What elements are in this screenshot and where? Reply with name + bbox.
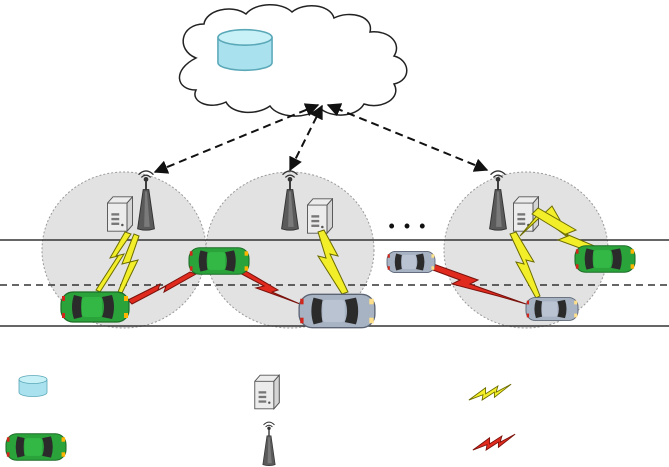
legend — [5, 374, 516, 466]
yellow-lightning-icon — [468, 383, 512, 401]
backhaul-link-2 — [289, 104, 323, 172]
red-lightning-icon — [472, 433, 516, 451]
edge-server-icon — [254, 374, 280, 410]
edge-server-icon — [306, 198, 334, 234]
v2i-links — [95, 205, 606, 299]
car-green-icon — [574, 245, 636, 273]
edge-server-icon — [106, 196, 134, 232]
car-grey-icon — [386, 250, 436, 274]
yellow-lightning-icon — [316, 229, 349, 295]
yellow-lightning-icon — [509, 231, 541, 299]
database-icon — [18, 375, 48, 397]
cloud-icon — [178, 4, 408, 117]
car-green-icon — [5, 433, 67, 461]
ellipsis: • • • — [389, 216, 428, 236]
car-green-icon — [60, 291, 130, 323]
car-grey-icon — [525, 297, 579, 321]
backhaul-links — [153, 103, 489, 174]
backhaul-link-1 — [153, 103, 320, 174]
car-grey-icon — [298, 293, 376, 329]
backhaul-link-3 — [326, 103, 489, 172]
database-icon — [217, 28, 273, 72]
car-green-icon — [188, 247, 250, 275]
base-station-icon — [261, 421, 277, 466]
